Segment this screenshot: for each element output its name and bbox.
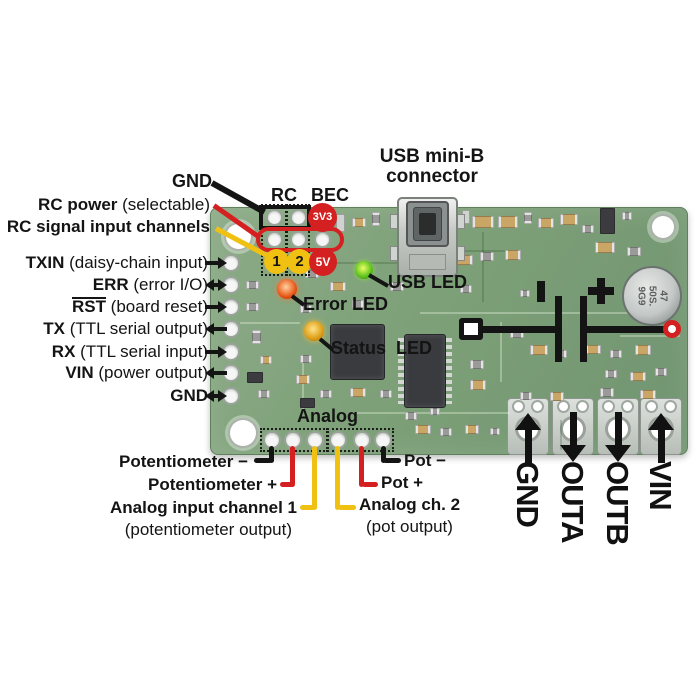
rc-signal-label: RC signal input channels — [6, 217, 210, 236]
mounting-hole-top-right — [652, 216, 674, 238]
analog-pin-pot2-plus — [355, 433, 369, 447]
analog-ch2-label: Analog ch. 2 — [359, 495, 461, 514]
analog-ch1-sublabel: (potentiometer output) — [124, 520, 292, 539]
cap-plate-right — [580, 296, 587, 362]
ssop-pins-left — [398, 338, 405, 404]
pin-label-vin: VIN (power output) — [65, 363, 208, 382]
usb-connector-label: USB mini-B connector — [379, 146, 485, 187]
badge-channel-2: 2 — [287, 249, 312, 274]
gnd-direction-arrow — [515, 413, 541, 463]
analog-pin-pot2-minus — [376, 433, 390, 447]
cap-terminal-bracket — [459, 318, 483, 340]
capacitor-marking: 47 50S. 9G9 — [635, 285, 669, 307]
usb-led-label: USB LED — [388, 272, 468, 292]
cap-plus-mark — [597, 278, 605, 304]
pot2-plus-wire — [362, 482, 378, 487]
rst-arrow-icon — [205, 301, 227, 313]
badge-3v3: 3V3 — [308, 203, 337, 232]
mounting-hole-bottom-left — [230, 420, 256, 446]
pot2-minus-wire — [383, 458, 401, 463]
cap-lead-right — [587, 326, 665, 333]
pot2-minus-label: Pot − — [404, 451, 447, 470]
pin-vin — [224, 366, 238, 380]
txin-arrow-icon — [205, 257, 227, 269]
ch2-wire — [338, 505, 356, 510]
cap-plate-left — [555, 296, 562, 362]
badge-channel-1: 1 — [264, 249, 289, 274]
pot2-minus-wire — [381, 446, 386, 463]
ssop-pins-right — [445, 338, 452, 404]
pin-err — [224, 278, 238, 292]
outb-direction-arrow — [605, 412, 631, 462]
ssop-chip — [404, 334, 446, 408]
ch1-wire — [300, 505, 315, 510]
pot1-minus-wire — [254, 458, 272, 463]
error-led — [277, 279, 297, 299]
pot2-plus-label: Pot + — [381, 473, 424, 492]
pin-gnd — [224, 389, 238, 403]
badge-5v: 5V — [309, 248, 337, 276]
ch1-wire — [312, 446, 317, 510]
analog-pin-ch1 — [308, 433, 322, 447]
pin-tx — [224, 322, 238, 336]
pot1-plus-label: Potentiometer + — [148, 475, 277, 494]
analog-pin-pot1-minus — [265, 433, 279, 447]
outa-pad-label: OUTA — [555, 461, 590, 543]
pin-label-rx: RX (TTL serial input) — [51, 342, 208, 361]
rc-power-label: RC power (selectable) — [38, 195, 210, 214]
ch2-wire — [335, 446, 340, 510]
err-arrow-icon — [205, 279, 227, 291]
outb-pad-label: OUTB — [600, 461, 635, 545]
gnd-top-label: GND — [172, 171, 212, 191]
error-led-label: Error LED — [303, 294, 389, 314]
header-pin — [292, 211, 305, 224]
analog-ch1-label: Analog input channel 1 — [109, 498, 297, 517]
outa-direction-arrow — [560, 412, 586, 462]
usb-opening-inner — [413, 207, 442, 241]
usb-slot — [419, 213, 436, 235]
tx-arrow-icon — [205, 323, 227, 335]
electrolytic-capacitor: 47 50S. 9G9 — [622, 266, 682, 326]
pot1-minus-label: Potentiometer − — [119, 452, 248, 471]
analog-pin-ch2 — [331, 433, 345, 447]
usb-bottom-plate — [409, 254, 446, 270]
pot1-plus-wire — [280, 482, 294, 487]
pin-label-tx: TX (TTL serial output) — [43, 319, 208, 338]
header-pin — [268, 211, 281, 224]
header-pin — [268, 233, 281, 246]
pin-label-err: ERR (error I/O) — [92, 275, 208, 294]
usb-mini-b-connector — [388, 195, 468, 279]
rc-header-label: RC — [271, 185, 297, 205]
header-pin — [316, 233, 329, 246]
cap-lead-left — [482, 326, 557, 333]
cap-via-ring — [663, 320, 681, 338]
pin-label-rst: RST (board reset) — [71, 297, 208, 316]
pin-rst — [224, 300, 238, 314]
status-led-label: Status LED — [331, 338, 433, 358]
pot1-minus-wire — [269, 446, 274, 463]
pin-label-txin: TXIN (daisy-chain input) — [25, 253, 208, 272]
gnd-pad-label: GND — [510, 461, 545, 527]
rx-arrow-icon — [205, 346, 227, 358]
header-pin — [292, 233, 305, 246]
bec-header-label: BEC — [311, 185, 350, 205]
vin-pad-label: VIN — [643, 461, 678, 510]
gnd-arrow-icon — [205, 390, 227, 402]
vin-arrow-icon — [205, 367, 227, 379]
cap-minus-mark — [537, 281, 545, 302]
pin-rx — [224, 345, 238, 359]
status-led — [304, 321, 324, 341]
vin-direction-arrow — [648, 413, 674, 463]
analog-title: Analog — [297, 406, 358, 426]
analog-ch2-sublabel: (pot output) — [366, 517, 453, 536]
pot1-plus-wire — [290, 446, 295, 487]
pin-label-gnd: GND — [170, 386, 208, 405]
analog-pin-pot1-plus — [286, 433, 300, 447]
pot2-plus-wire — [359, 446, 364, 487]
mcu-chip — [330, 324, 385, 380]
pin-txin — [224, 256, 238, 270]
